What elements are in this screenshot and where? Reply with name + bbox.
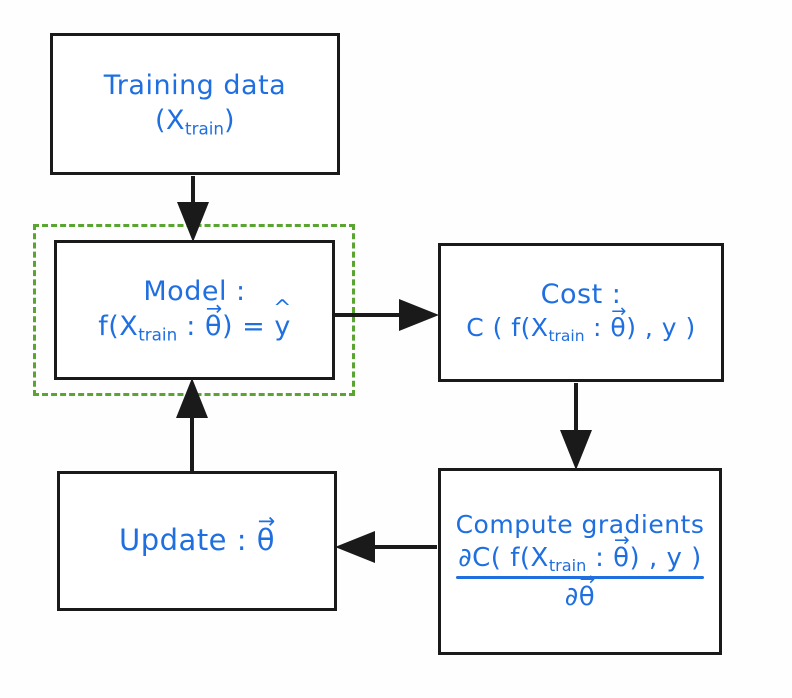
cost-expr-separator: : — [584, 313, 611, 343]
gradient-fraction: ∂C( f(Xtrain : →θ) , y ) ∂→θ — [456, 531, 704, 613]
training-data-expression: (Xtrain) — [155, 105, 235, 139]
training-data-paren-open: (X — [154, 104, 186, 136]
vector-arrow-icon: → — [205, 296, 223, 320]
gradient-numerator: ∂C( f(Xtrain : →θ) , y ) — [456, 531, 704, 576]
node-cost[interactable]: Cost : C ( f(Xtrain : →θ) , y ) — [438, 243, 724, 382]
training-data-subscript: train — [185, 118, 224, 139]
model-y: y — [274, 310, 291, 342]
cost-theta-vector: →θ — [610, 302, 627, 343]
update-theta-vector: →θ — [256, 511, 276, 558]
cost-expr-subscript: train — [548, 327, 585, 346]
update-label: Update : — [119, 523, 257, 558]
gradient-den-theta: θ — [578, 582, 596, 613]
gradient-num-prefix: ∂C( f(X — [458, 543, 549, 574]
gradient-num-suffix: ) , y ) — [629, 543, 702, 574]
cost-theta: θ — [610, 313, 627, 343]
vector-arrow-icon: → — [614, 529, 631, 551]
update-expression: Update : →θ — [119, 511, 276, 558]
cost-expr-prefix: C ( f(X — [466, 313, 549, 343]
model-expr-mid: ) = — [221, 310, 275, 342]
cost-expression: C ( f(Xtrain : →θ) , y ) — [466, 302, 696, 346]
hat-accent-icon: ^ — [273, 295, 292, 321]
model-expr-separator: : — [177, 310, 205, 342]
training-data-paren-close: ) — [223, 104, 236, 136]
cost-expr-suffix: ) , y ) — [626, 313, 696, 343]
compute-gradients-title: Compute gradients — [455, 509, 705, 539]
gradient-num-theta-vector: →θ — [613, 531, 630, 574]
vector-arrow-icon: → — [611, 300, 627, 322]
model-expr-subscript: train — [138, 324, 178, 345]
cost-title: Cost : — [540, 279, 622, 311]
gradient-den-partial: ∂ — [564, 582, 579, 613]
node-model[interactable]: Model : f(Xtrain : →θ) = ^y — [54, 240, 335, 380]
gradient-denominator: ∂→θ — [564, 570, 596, 613]
model-expr-prefix: f(X — [98, 310, 139, 342]
vector-arrow-icon: → — [257, 509, 276, 534]
gradient-den-theta-vector: →θ — [578, 570, 596, 613]
vector-arrow-icon: → — [579, 568, 596, 590]
fraction-bar — [456, 576, 704, 580]
model-title: Model : — [143, 275, 246, 307]
node-compute-gradients[interactable]: Compute gradients ∂C( f(Xtrain : →θ) , y… — [438, 468, 722, 655]
model-expression: f(Xtrain : →θ) = ^y — [98, 298, 291, 345]
gradient-num-theta: θ — [613, 543, 630, 574]
node-update[interactable]: Update : →θ — [57, 471, 337, 611]
training-data-title: Training data — [103, 69, 287, 101]
gradient-num-subscript: train — [548, 556, 587, 576]
gradient-num-separator: : — [586, 543, 614, 574]
model-yhat: ^y — [273, 298, 291, 342]
model-theta: θ — [204, 310, 222, 342]
node-training-data[interactable]: Training data (Xtrain) — [50, 33, 340, 175]
update-theta: θ — [256, 523, 275, 558]
model-theta-vector: →θ — [204, 298, 222, 342]
